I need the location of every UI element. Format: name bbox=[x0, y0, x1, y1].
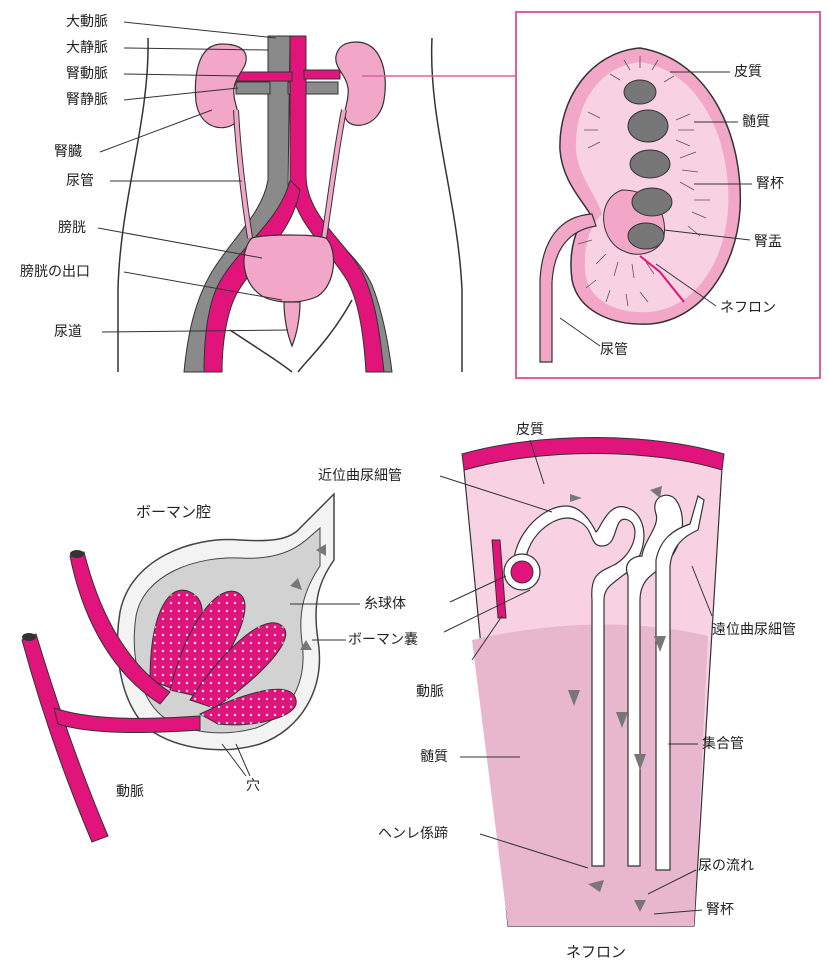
urinary-leader-lines bbox=[97, 21, 289, 333]
body-outline-left bbox=[117, 37, 149, 372]
kidney-detail-leader-lines bbox=[559, 71, 752, 347]
nephron-caption: ネフロン bbox=[566, 943, 627, 961]
label-cortex: 皮質 bbox=[734, 64, 762, 80]
label-urine-flow: 尿の流れ bbox=[698, 858, 754, 874]
nephron-medulla-band bbox=[472, 624, 708, 926]
urinary-system-figure bbox=[97, 21, 516, 373]
kidney-detail-figure bbox=[515, 11, 821, 379]
label-bladder-outlet: 膀胱の出口 bbox=[20, 264, 90, 280]
bowman-flow-arrows bbox=[290, 544, 326, 650]
bowman-title: ボーマン腔 bbox=[136, 503, 212, 521]
label-bowman-capsule: ボーマン嚢 bbox=[348, 632, 418, 648]
bowman-figure bbox=[21, 492, 360, 843]
main-artery bbox=[21, 633, 109, 843]
label-aorta: 大動脈 bbox=[66, 14, 108, 30]
body-outline-groin-left bbox=[229, 329, 293, 373]
label-medulla: 髄質 bbox=[742, 114, 770, 130]
body-outline-right bbox=[430, 37, 463, 372]
medulla-pyramids bbox=[623, 79, 673, 250]
label-nephron-cortex: 皮質 bbox=[516, 422, 544, 438]
label-kidney: 腎臓 bbox=[54, 144, 82, 160]
label-urethra: 尿道 bbox=[54, 324, 82, 340]
label-nephron-medulla: 髄質 bbox=[420, 749, 448, 765]
nephron-highlight bbox=[639, 255, 685, 303]
label-ureter: 尿管 bbox=[66, 173, 94, 189]
body-outline-groin-right bbox=[297, 299, 353, 373]
renal-vein-left bbox=[235, 81, 271, 95]
ureter-right-fill bbox=[322, 109, 346, 239]
afferent-arteriole bbox=[69, 551, 171, 705]
nephron-cortex-cap bbox=[461, 437, 725, 471]
kidney-cortex-inner bbox=[575, 62, 729, 313]
efferent-arteriole bbox=[53, 707, 201, 733]
label-loop-of-henle: ヘンレ係蹄 bbox=[378, 826, 448, 842]
label-renal-pelvis: 腎盂 bbox=[754, 234, 782, 250]
artery-cut-end-1 bbox=[70, 550, 84, 558]
label-bladder: 膀胱 bbox=[58, 220, 86, 236]
label-collecting-duct: 集合管 bbox=[702, 736, 744, 752]
label-proximal-tubule: 近位曲尿細管 bbox=[318, 468, 402, 484]
glomerulus-dots bbox=[150, 590, 297, 725]
label-kidney-ureter: 尿管 bbox=[600, 342, 628, 358]
label-glomerulus: 糸球体 bbox=[364, 596, 406, 612]
renal-artery-left bbox=[235, 71, 293, 82]
nephron-figure bbox=[439, 437, 725, 927]
renal-artery-right bbox=[303, 69, 341, 80]
nephron-leader-lines bbox=[439, 439, 713, 915]
artery-cut-end-2 bbox=[22, 633, 36, 641]
label-distal-tubule: 遠位曲尿細管 bbox=[712, 622, 796, 638]
ureter-left-fill bbox=[234, 109, 252, 239]
label-vena-cava: 大静脈 bbox=[66, 40, 108, 56]
urethra bbox=[283, 301, 301, 348]
label-nephron-calyx: 腎杯 bbox=[706, 902, 734, 918]
label-renal-artery: 腎動脈 bbox=[66, 66, 108, 82]
cortex-texture bbox=[577, 56, 710, 307]
nephron-tubules bbox=[512, 494, 705, 871]
label-artery: 動脈 bbox=[116, 784, 144, 800]
kidney-detail-frame bbox=[515, 11, 821, 379]
label-pores: 穴 bbox=[246, 778, 260, 794]
label-calyx: 腎杯 bbox=[756, 176, 784, 192]
bladder bbox=[243, 234, 335, 303]
label-nephron: ネフロン bbox=[720, 300, 776, 316]
nephron-flow-arrows bbox=[568, 486, 666, 912]
kidney-detail-ureter bbox=[539, 213, 597, 363]
bowman-leader-lines bbox=[221, 603, 360, 777]
label-nephron-artery: 動脈 bbox=[416, 684, 444, 700]
label-renal-vein: 腎静脈 bbox=[66, 92, 108, 108]
